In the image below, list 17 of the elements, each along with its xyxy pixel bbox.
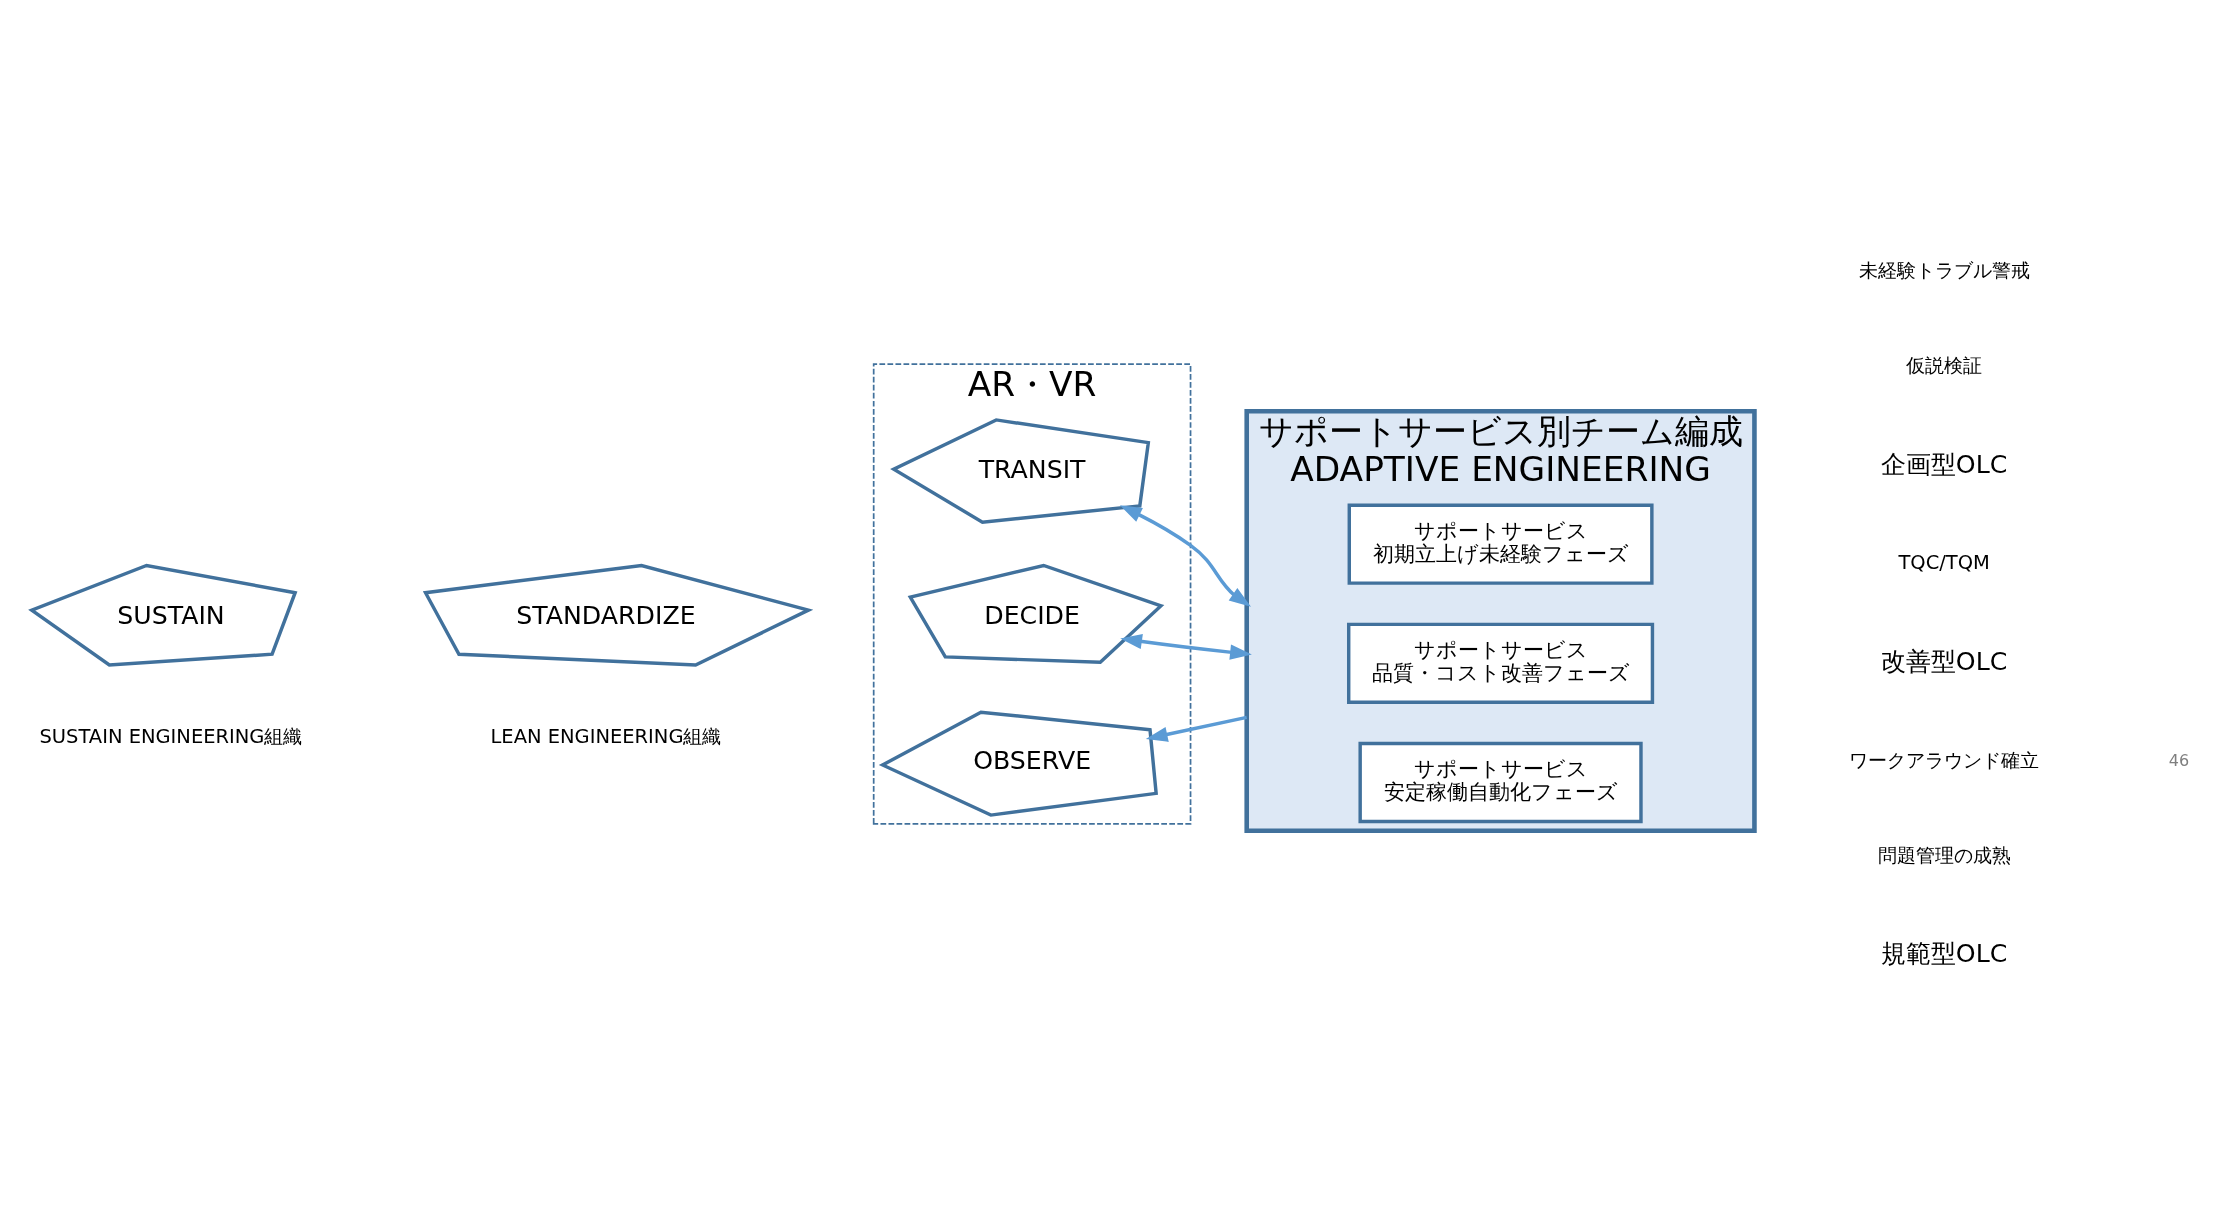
node-label: 企画型OLC [1880, 449, 2008, 479]
arrow [1119, 504, 1251, 607]
arrow [1120, 633, 1252, 660]
node-label: 改善型OLC [1880, 646, 2008, 676]
node-label: 仮説検証 [1906, 353, 1983, 377]
node-label: 規範型OLC [1880, 938, 2008, 968]
node-label: SUSTAIN ENGINEERING組織 [39, 724, 303, 748]
label: 46 [2168, 750, 2190, 770]
node-box: サポートサービス 安定稼働自動化フェーズ [1358, 741, 1643, 823]
node-label: 問題管理の成熟 [1877, 843, 2011, 867]
arrow [1145, 715, 1248, 742]
node-label: ワークアラウンド確立 [1849, 748, 2040, 772]
node-label: 未経験トラブル警戒 [1858, 258, 2030, 282]
node-box: サポートサービス 品質・コスト改善フェーズ [1347, 622, 1655, 704]
node-label: LEAN ENGINEERING組織 [490, 724, 722, 748]
node-box: サポートサービス 初期立上げ未経験フェーズ [1347, 502, 1654, 585]
node-label: TQC/TQM [1898, 550, 1990, 574]
